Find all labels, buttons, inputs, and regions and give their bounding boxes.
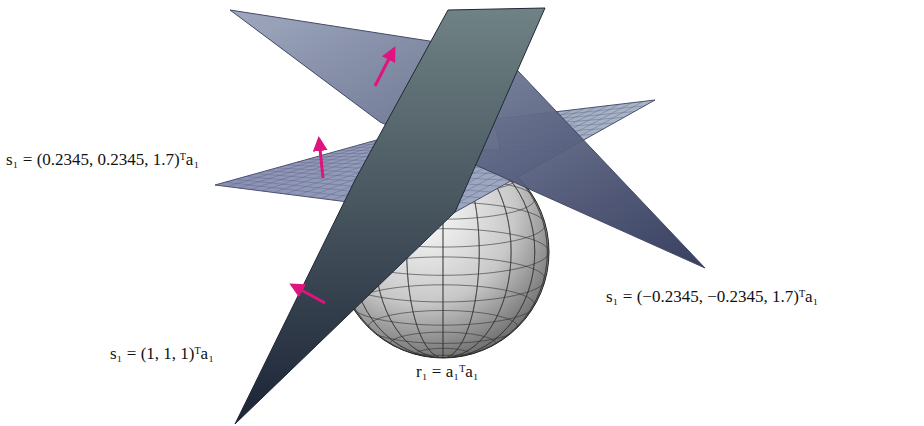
equation-label: s₁ = (−0.2345, −0.2345, 1.7)ᵀa₁ bbox=[604, 287, 821, 307]
steep-plane bbox=[235, 8, 545, 424]
equation-label: s₁ = (1, 1, 1)ᵀa₁ bbox=[108, 344, 216, 364]
equation-label: r₁ = a₁ᵀa₁ bbox=[414, 362, 481, 382]
normal-arrow bbox=[375, 49, 394, 86]
normal-arrow bbox=[292, 285, 325, 303]
normal-arrow bbox=[319, 139, 323, 178]
equation-label: s₁ = (0.2345, 0.2345, 1.7)ᵀa₁ bbox=[4, 150, 201, 170]
